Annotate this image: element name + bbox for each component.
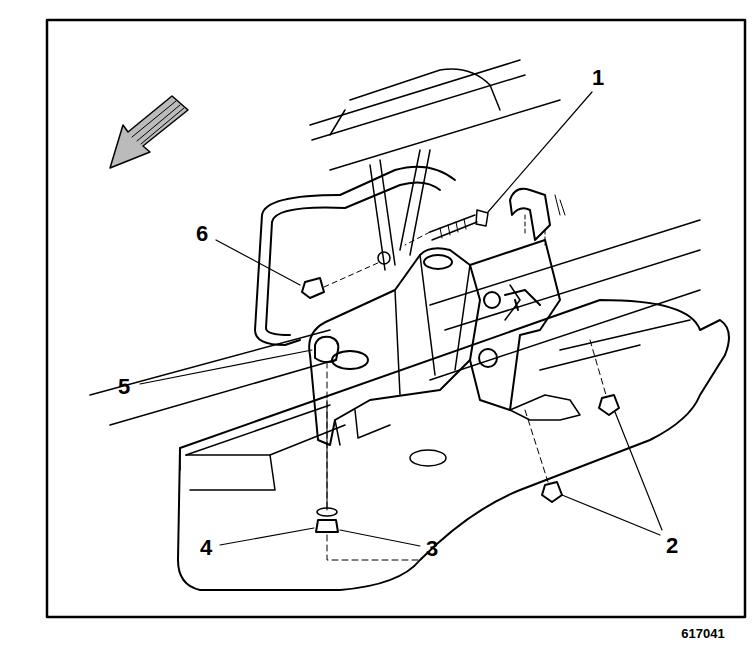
callout-number: 2: [666, 535, 678, 557]
mounting-bracket: [309, 248, 480, 445]
callout-number: 3: [426, 538, 438, 560]
callout-number: 4: [200, 537, 212, 559]
nut: [302, 278, 324, 298]
border-frame: [47, 20, 745, 617]
bolt-head: [315, 337, 338, 362]
bolt: [599, 395, 619, 415]
frame-rail: [90, 330, 335, 425]
stabilizer-bar: [255, 195, 340, 345]
nut: [316, 520, 338, 532]
bolt: [430, 215, 477, 240]
leader-line: [140, 92, 662, 546]
callout-number: 6: [196, 223, 208, 245]
callout-number: 1: [592, 67, 604, 89]
frame-bracket: [470, 240, 560, 410]
figure-number: 617041: [681, 627, 724, 640]
callout-number: 5: [118, 376, 130, 398]
bolt: [542, 482, 562, 502]
skid-plate: [178, 300, 729, 590]
washer: [317, 508, 337, 516]
front-arrow: [110, 96, 188, 168]
